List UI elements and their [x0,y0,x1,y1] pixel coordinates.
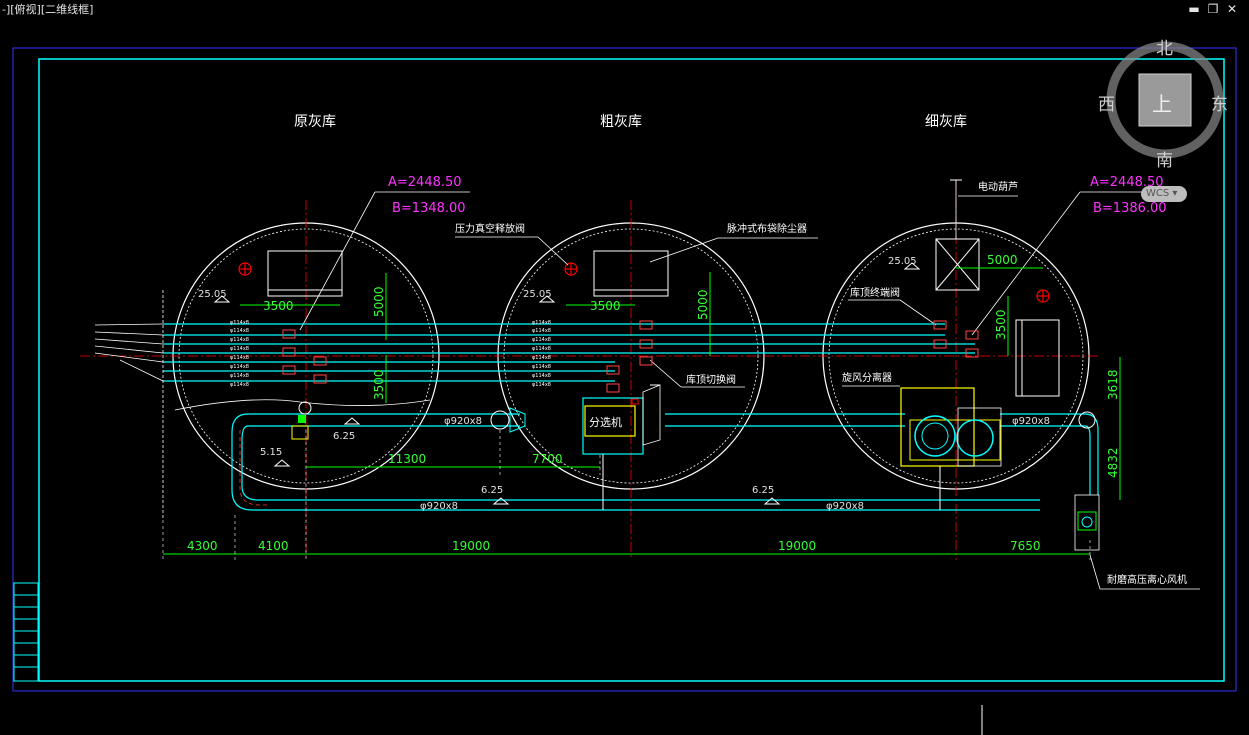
silo-inner-raw [178,228,434,484]
svg-text:φ114x8: φ114x8 [230,337,249,343]
viewcube-east[interactable]: 东 [1211,95,1228,115]
label-silo-valve: 库顶终端阀 [850,286,900,299]
dust-collectors[interactable] [267,238,1060,397]
pipe-tags: φ114x8 φ114x8 φ114x8 φ114x8 φ114x8 φ114x8 φ1… [230,320,551,388]
dim-19000a: 19000 [452,539,490,553]
center-lines [80,180,1100,560]
label-dust-collector: 脉冲式布袋除尘器 [727,222,807,235]
dim-4832: 4832 [1106,447,1120,478]
svg-text:φ114x8: φ114x8 [230,346,249,352]
wcs-menu[interactable]: WCS ▾ [1141,186,1187,202]
level-625b: 6.25 [481,485,503,496]
level-2505b: 25.05 [523,289,552,300]
viewport-label[interactable]: -][俯视][二维线框] [2,3,94,16]
dim-3500d: 3500 [994,309,1008,340]
classifier[interactable]: 分选机 [582,384,661,510]
red-markers [238,262,1050,303]
label-bottom-valve: 库顶切换阀 [686,373,736,386]
label-fan: 耐磨高压离心风机 [1107,573,1187,586]
svg-text:φ114x8: φ114x8 [532,337,551,343]
svg-text:φ114x8: φ114x8 [230,328,249,334]
silo-title-fine: 细灰库 [925,114,967,130]
level-2505c: 25.05 [888,256,917,267]
dim-4100: 4100 [258,539,289,553]
viewcube[interactable]: 北 南 西 东 上 [1098,39,1228,171]
label-classifier: 分选机 [589,415,622,429]
dim-7650: 7650 [1010,539,1041,553]
svg-text:φ114x8: φ114x8 [532,373,551,379]
dim-3500a: 3500 [263,299,294,313]
left-title-block [13,582,39,682]
dim-7700: 7700 [532,452,563,466]
label-pressure-valve: 压力真空释放阀 [455,222,525,235]
dimension-lines [163,267,1121,555]
classifier-marks [631,398,639,405]
dim-5000b: 5000 [696,289,710,320]
close-icon[interactable]: ✕ [1226,2,1238,16]
dim-3618: 3618 [1106,369,1120,400]
main-pipes[interactable] [231,413,1099,511]
svg-text:φ114x8: φ114x8 [230,364,249,370]
svg-text:φ114x8: φ114x8 [532,328,551,334]
silo-inner-coarse [503,228,759,484]
dim-4300: 4300 [187,539,218,553]
feed-pipe-fanlines [94,323,164,382]
viewcube-north[interactable]: 北 [1156,39,1173,59]
pipe-label-3: φ920x8 [826,501,864,512]
silo-title-coarse: 粗灰库 [600,114,642,130]
viewcube-west[interactable]: 西 [1098,95,1115,115]
dim-5000a: 5000 [372,286,386,317]
level-2505a: 25.05 [198,289,227,300]
dim-5000c: 5000 [987,253,1018,267]
feed-pipes[interactable] [163,323,975,382]
svg-text:φ114x8: φ114x8 [532,355,551,361]
dim-3500c: 3500 [590,299,621,313]
pipe-label-1: φ920x8 [444,416,482,427]
level-515: 5.15 [260,447,282,458]
inner-frame [38,58,1225,682]
dim-11300: 11300 [388,452,426,466]
pipe-label-2: φ920x8 [420,501,458,512]
svg-text:φ114x8: φ114x8 [532,346,551,352]
coord-b-left: B=1348.00 [392,201,466,216]
restore-icon[interactable]: ❐ [1207,2,1219,16]
svg-text:φ114x8: φ114x8 [532,320,551,326]
coord-b-right: B=1386.00 [1093,201,1167,216]
svg-text:φ114x8: φ114x8 [230,320,249,326]
fan[interactable] [1074,494,1100,551]
silo-title-raw: 原灰库 [294,114,336,130]
svg-text:φ114x8: φ114x8 [230,382,249,388]
svg-text:φ114x8: φ114x8 [532,364,551,370]
valves[interactable] [282,320,979,393]
dim-3500b: 3500 [372,369,386,400]
outer-frame [12,47,1237,692]
viewcube-top-face[interactable]: 上 [1152,92,1172,116]
level-625c: 6.25 [752,485,774,496]
svg-text:φ114x8: φ114x8 [230,355,249,361]
dim-19000b: 19000 [778,539,816,553]
pipe-label-4: φ920x8 [1012,416,1050,427]
viewcube-south[interactable]: 南 [1156,151,1173,171]
minimize-icon[interactable]: ▬ [1188,2,1200,16]
cyclone[interactable] [900,387,1002,510]
coord-a-left: A=2448.50 [388,175,462,190]
svg-text:φ114x8: φ114x8 [230,373,249,379]
level-625a: 6.25 [333,431,355,442]
label-cyclone: 旋风分离器 [842,371,892,384]
svg-text:φ114x8: φ114x8 [532,382,551,388]
label-hoist: 电动葫芦 [978,180,1018,193]
extension-lines [162,430,1091,560]
